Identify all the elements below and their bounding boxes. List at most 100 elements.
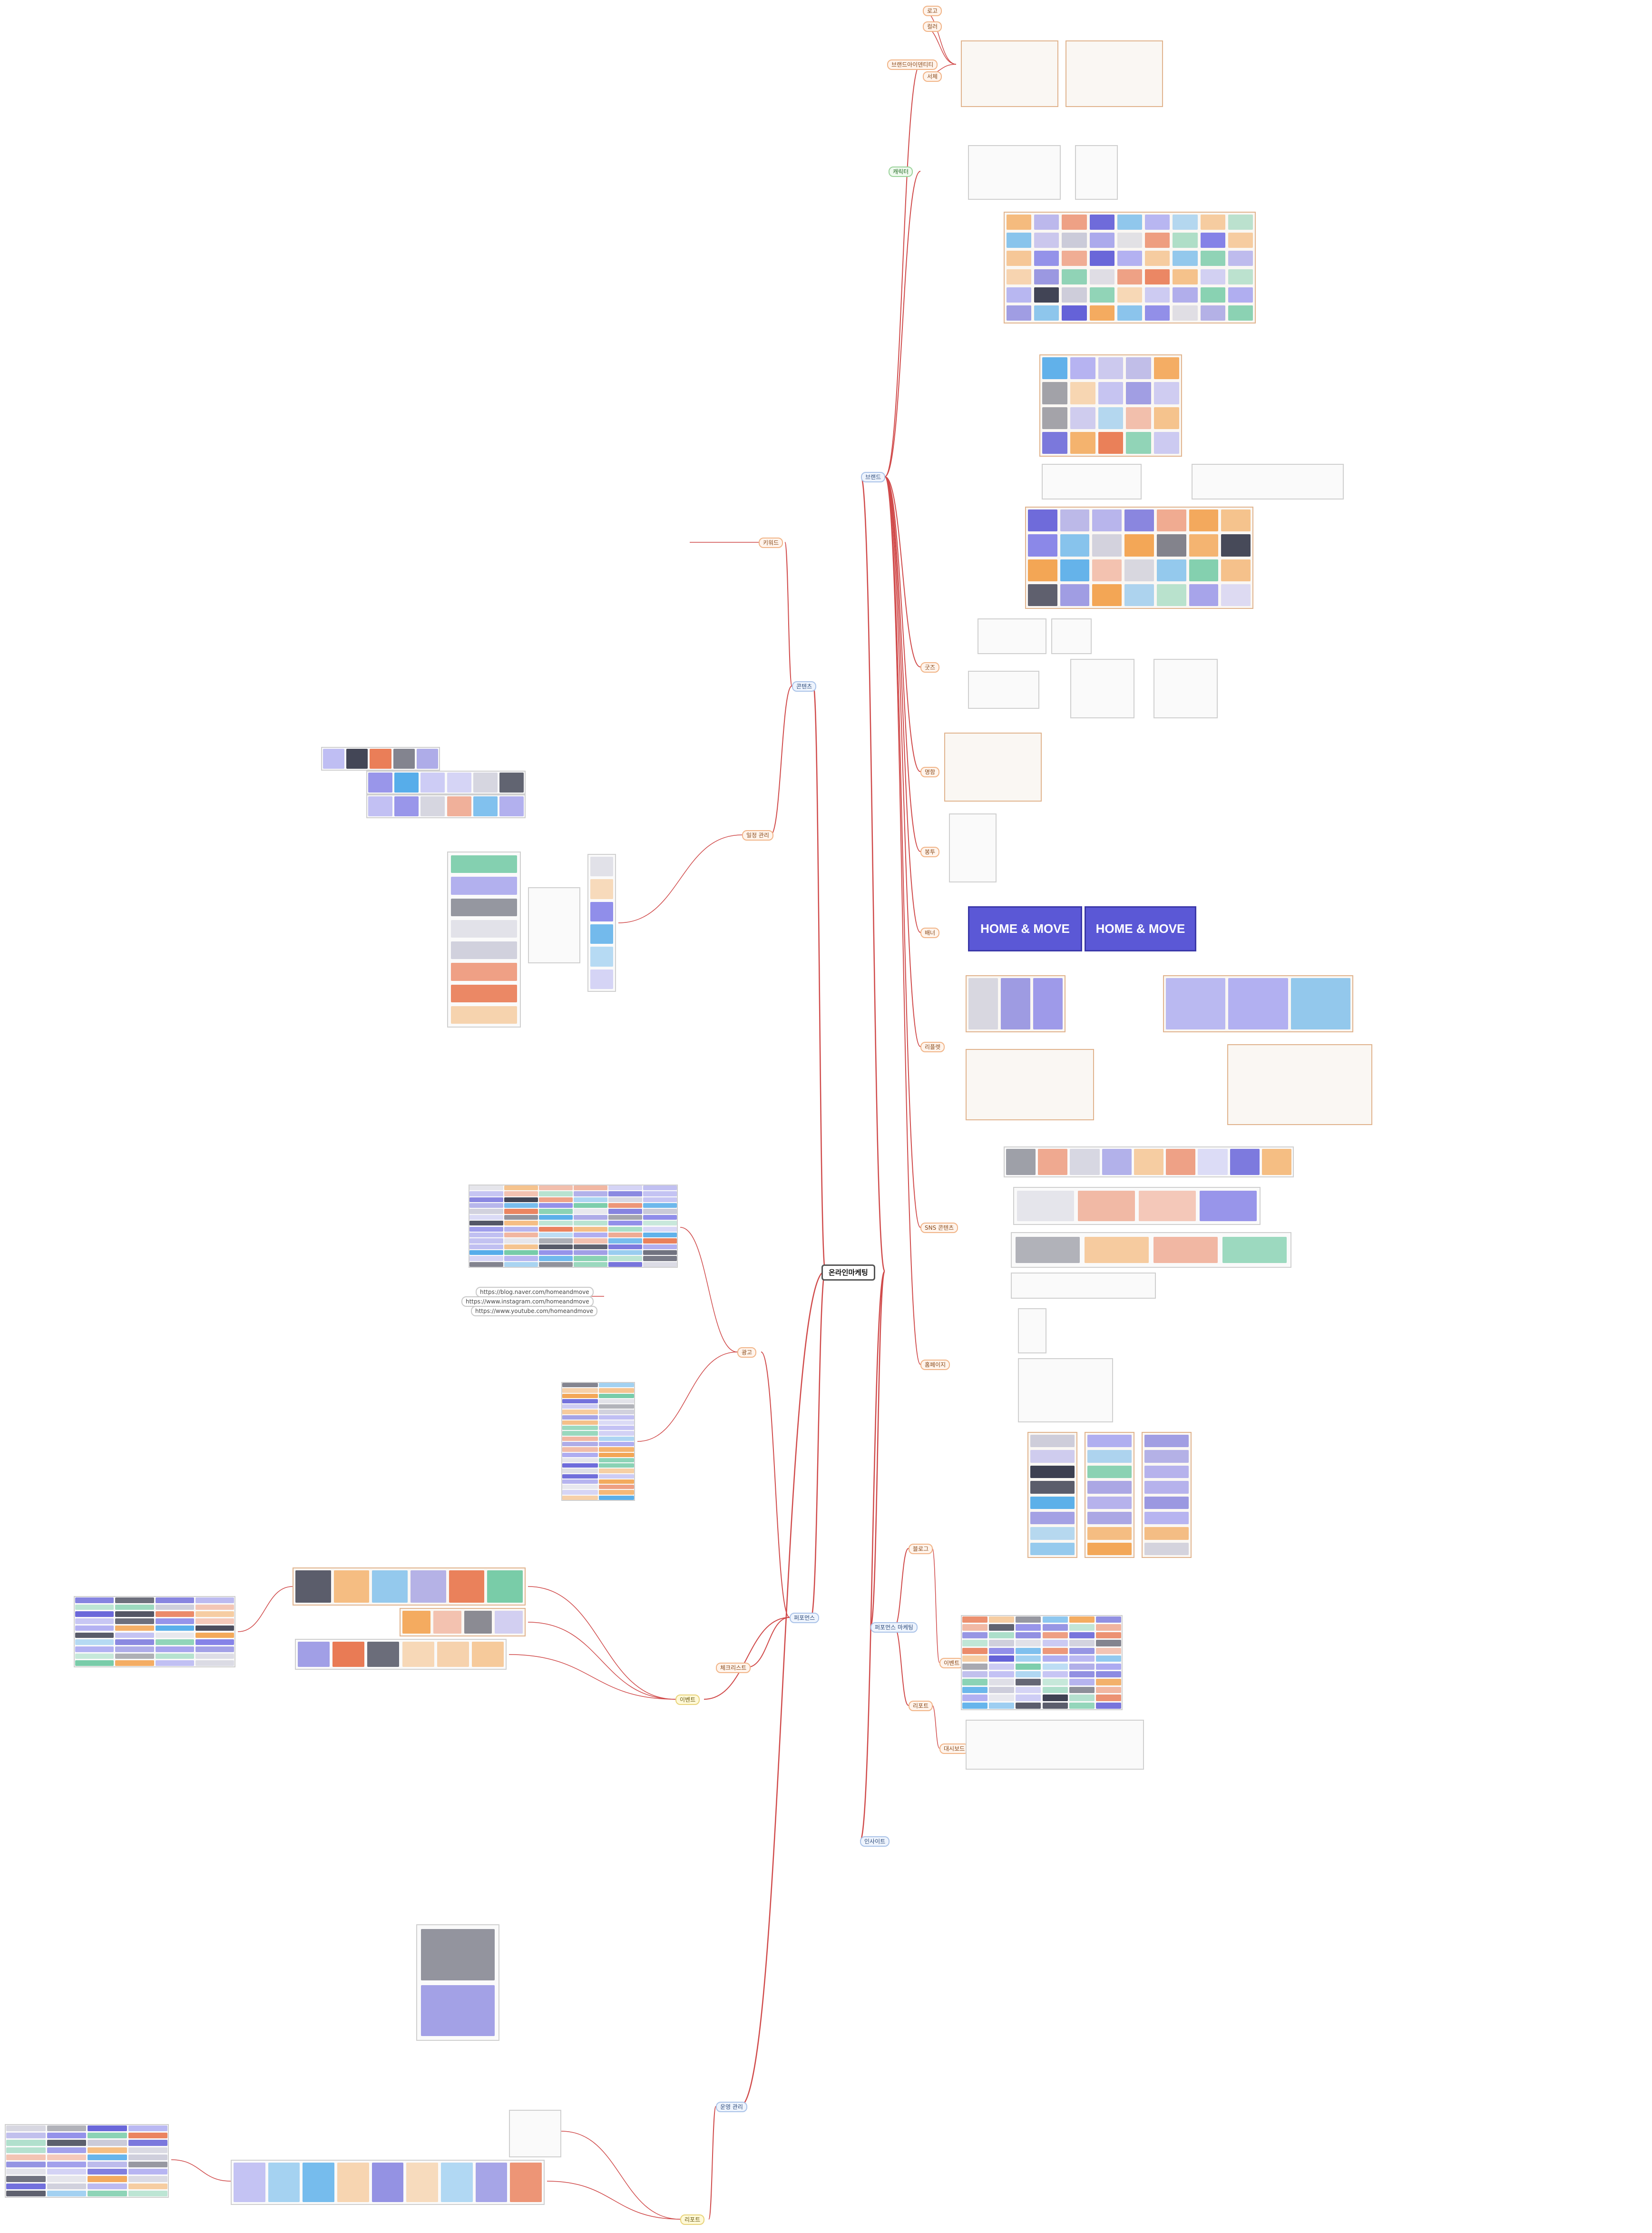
thumbnail-tile: [1261, 1149, 1291, 1175]
node-character[interactable]: 캐릭터: [889, 166, 913, 177]
thumbnail-tile: [643, 1232, 677, 1238]
connector-line: [618, 834, 743, 923]
node-event[interactable]: 이벤트: [939, 1658, 964, 1668]
thumbnail-tile: [1042, 1616, 1068, 1623]
node-report-left[interactable]: 리포트: [680, 2214, 705, 2225]
branch-performance-marketing[interactable]: 퍼포먼스 마케팅: [870, 1622, 918, 1633]
thumbnail-tile: [47, 2176, 86, 2182]
thumbnail-tile: [195, 1660, 234, 1666]
thumbnail-tile: [1117, 287, 1143, 303]
thumbnail-tile: [562, 1458, 598, 1463]
thumbnail-tile: [1042, 1655, 1068, 1662]
url-node-blog[interactable]: https://blog.naver.com/homeandmove: [476, 1287, 594, 1297]
thumbnail-tile: [1154, 431, 1179, 454]
thumbnail-tile: [562, 1388, 598, 1393]
thumbnail-tile: [323, 749, 345, 769]
node-report[interactable]: 리포트: [909, 1701, 933, 1711]
node-goods[interactable]: 굿즈: [920, 662, 940, 673]
connector-line: [637, 1352, 738, 1442]
branch-performance[interactable]: 퍼포먼스: [790, 1613, 820, 1623]
node-ad[interactable]: 광고: [737, 1347, 757, 1358]
thumbnail-tile: [608, 1238, 642, 1244]
thumbnail-tile: [372, 1570, 408, 1603]
thumbnail-tile: [1069, 1640, 1095, 1646]
thumbnail-tile: [1087, 1465, 1132, 1479]
branch-operations[interactable]: 운영 관리: [716, 2102, 747, 2112]
node-blog[interactable]: 블로그: [909, 1544, 933, 1554]
thumbnail-tile: [421, 1985, 495, 2036]
thumbnail-tile: [1189, 534, 1219, 557]
thumbnail-tile: [1030, 1481, 1075, 1494]
thumbnail-tile: [1092, 534, 1122, 557]
branch-content[interactable]: 콘텐츠: [792, 681, 817, 692]
thumbnail-tile: [1173, 287, 1198, 303]
node-namecard[interactable]: 명함: [920, 767, 940, 777]
thumbnail-tile: [574, 1226, 607, 1232]
thumbnail-tile: [1069, 1671, 1095, 1678]
node-checklist[interactable]: 체크리스트: [716, 1663, 751, 1673]
node-event-left[interactable]: 이벤트: [675, 1694, 700, 1705]
node-keyword[interactable]: 키워드: [759, 538, 783, 548]
connector-line: [784, 542, 792, 686]
thumbnail-tile: [115, 1639, 154, 1645]
thumbnail-tile: [1230, 1149, 1260, 1175]
node-homepage[interactable]: 홈페이지: [920, 1360, 950, 1370]
node-brand-identity[interactable]: 브랜드아이덴티티: [887, 59, 938, 70]
thumbnail-tile: [155, 1611, 194, 1617]
thumbnail-tile: [128, 2162, 167, 2168]
branch-insight[interactable]: 인사이트: [860, 1836, 890, 1847]
thumbnail-tile: [1062, 287, 1087, 303]
thumbnail-tile: [1200, 305, 1225, 321]
node-sns-content[interactable]: SNS 콘텐츠: [920, 1223, 958, 1233]
thumbnail-tile: [1228, 251, 1253, 266]
thumbnail-tile: [1042, 431, 1067, 454]
node-envelope[interactable]: 봉투: [920, 847, 940, 857]
root-node[interactable]: 온라인마케팅: [821, 1264, 875, 1281]
thumbnail-tile: [1228, 305, 1253, 321]
thumbnail-tile: [562, 1469, 598, 1473]
thumbnail-tile: [1070, 357, 1095, 380]
thumbnail-tile: [1042, 1702, 1068, 1709]
thumbnail-tile: [1089, 305, 1114, 321]
thumbnail-tile: [1117, 233, 1143, 248]
connector-line: [870, 1270, 886, 1628]
node-dashboard[interactable]: 대시보드: [939, 1743, 969, 1754]
node-schedule[interactable]: 일정 관리: [742, 830, 773, 841]
thumbnail-tile: [1126, 407, 1152, 429]
thumbnail-tile: [469, 1197, 503, 1203]
thumbnail-tile: [406, 2163, 438, 2202]
thumbnail-tile: [75, 1660, 114, 1666]
thumbnail-tile: [1290, 978, 1350, 1029]
thumbnail-tile: [562, 1463, 598, 1468]
thumbnail-tile: [562, 1399, 598, 1404]
node-brochure[interactable]: 리플렛: [920, 1042, 945, 1052]
thumbnail-tile: [962, 1647, 988, 1655]
thumbnail-tile: [1228, 978, 1288, 1029]
branch-brand[interactable]: 브랜드: [861, 472, 886, 482]
thumbnail-tile: [562, 1452, 598, 1457]
thumbnail-tile: [1001, 978, 1030, 1029]
thumbnail-tile: [1095, 1679, 1121, 1685]
thumbnail-tile: [989, 1640, 1015, 1646]
node-color[interactable]: 컬러: [923, 21, 942, 32]
thumbnail-tile: [1139, 1191, 1196, 1221]
thumbnail-tile: [962, 1640, 988, 1646]
thumbnail-tile: [539, 1244, 573, 1249]
thumbnail-tile: [643, 1185, 677, 1191]
thumbnail-tile: [1007, 287, 1032, 303]
brand-map-thumbnail-1: [961, 40, 1058, 107]
thumbnail-tile: [1089, 215, 1114, 230]
url-node-instagram[interactable]: https://www.instagram.com/homeandmove: [461, 1296, 594, 1307]
node-logo[interactable]: 로고: [923, 6, 942, 16]
thumbnail-tile: [451, 877, 517, 895]
thumbnail-tile: [504, 1238, 538, 1244]
node-font[interactable]: 서체: [923, 71, 942, 82]
thumbnail-tile: [115, 1597, 154, 1603]
thumbnail-tile: [370, 749, 391, 769]
url-node-youtube[interactable]: https://www.youtube.com/homeandmove: [471, 1306, 598, 1316]
thumbnail-tile: [539, 1232, 573, 1238]
thumbnail-tile: [6, 2169, 46, 2175]
thumbnail-tile: [368, 796, 393, 816]
thumbnail-tile: [6, 2162, 46, 2168]
node-banner-group[interactable]: 배너: [920, 928, 940, 938]
